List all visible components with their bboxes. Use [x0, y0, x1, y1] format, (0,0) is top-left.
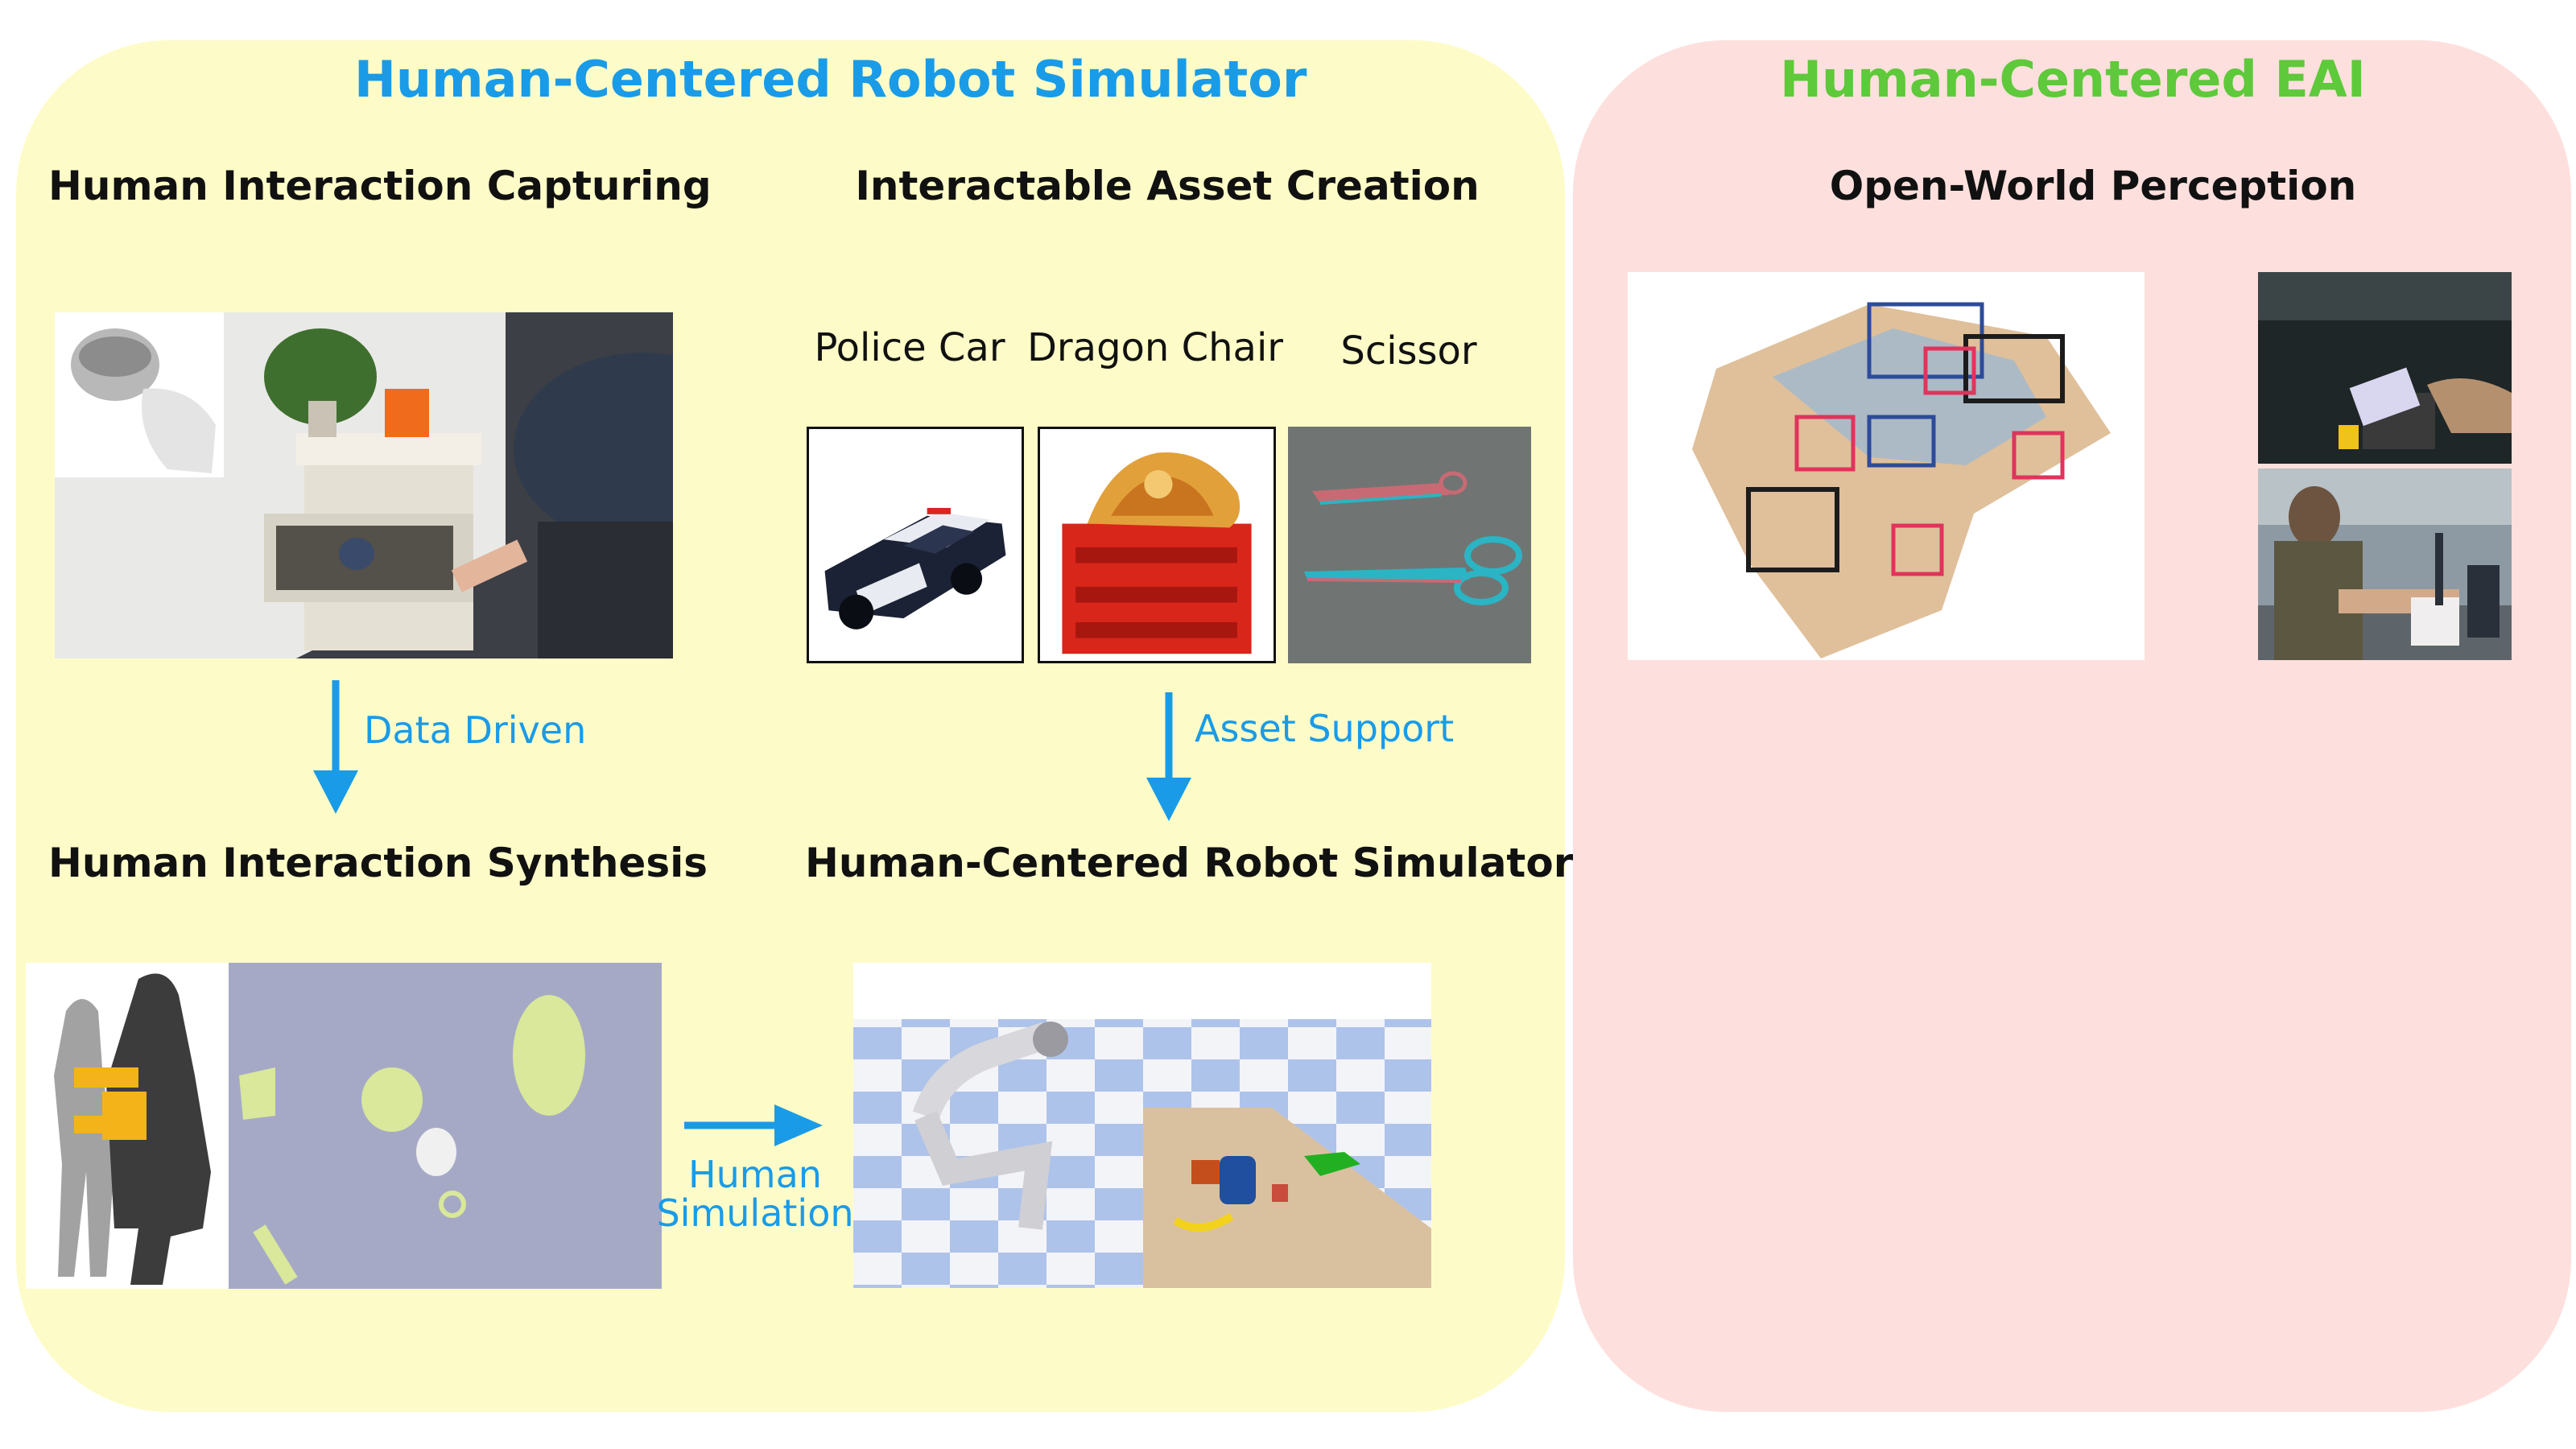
perception-heading: Open-World Perception	[1829, 163, 2357, 209]
asset-support-label: Asset Support	[1195, 707, 1455, 750]
eai-panel	[1573, 40, 2571, 1412]
scissor-asset-image	[1288, 427, 1531, 663]
asset-support-arrow-icon	[1143, 692, 1195, 823]
asset-label-police-car: Police Car	[814, 325, 1005, 370]
human-simulation-label-line2: Simulation	[656, 1191, 854, 1235]
capture-heading: Human Interaction Capturing	[48, 163, 712, 209]
asset-label-scissor: Scissor	[1340, 328, 1477, 374]
data-driven-label: Data Driven	[364, 708, 587, 752]
human-exocentric-view-image	[2258, 469, 2512, 660]
data-driven-arrow-icon	[310, 680, 361, 815]
human-simulation-label-line1: Human	[688, 1153, 822, 1196]
dragon-chair-asset-image	[1038, 427, 1276, 663]
human-simulation-arrow-icon	[684, 1101, 826, 1150]
synthesis-heading: Human Interaction Synthesis	[48, 840, 708, 886]
asset-label-dragon-chair: Dragon Chair	[1026, 325, 1284, 370]
police-car-asset-image	[807, 427, 1024, 663]
robot-simulator-image	[853, 963, 1431, 1288]
interaction-synthesis-image	[26, 963, 662, 1289]
point-cloud-perception-image	[1628, 272, 2145, 660]
simulator-panel-title: Human-Centered Robot Simulator	[354, 50, 1307, 109]
simulator-heading: Human-Centered Robot Simulator	[805, 840, 1574, 886]
human-egocentric-view-image	[2258, 272, 2512, 464]
asset-creation-heading: Interactable Asset Creation	[855, 163, 1480, 209]
eai-panel-title: Human-Centered EAI	[1780, 50, 2366, 109]
interaction-capture-image	[55, 312, 673, 658]
